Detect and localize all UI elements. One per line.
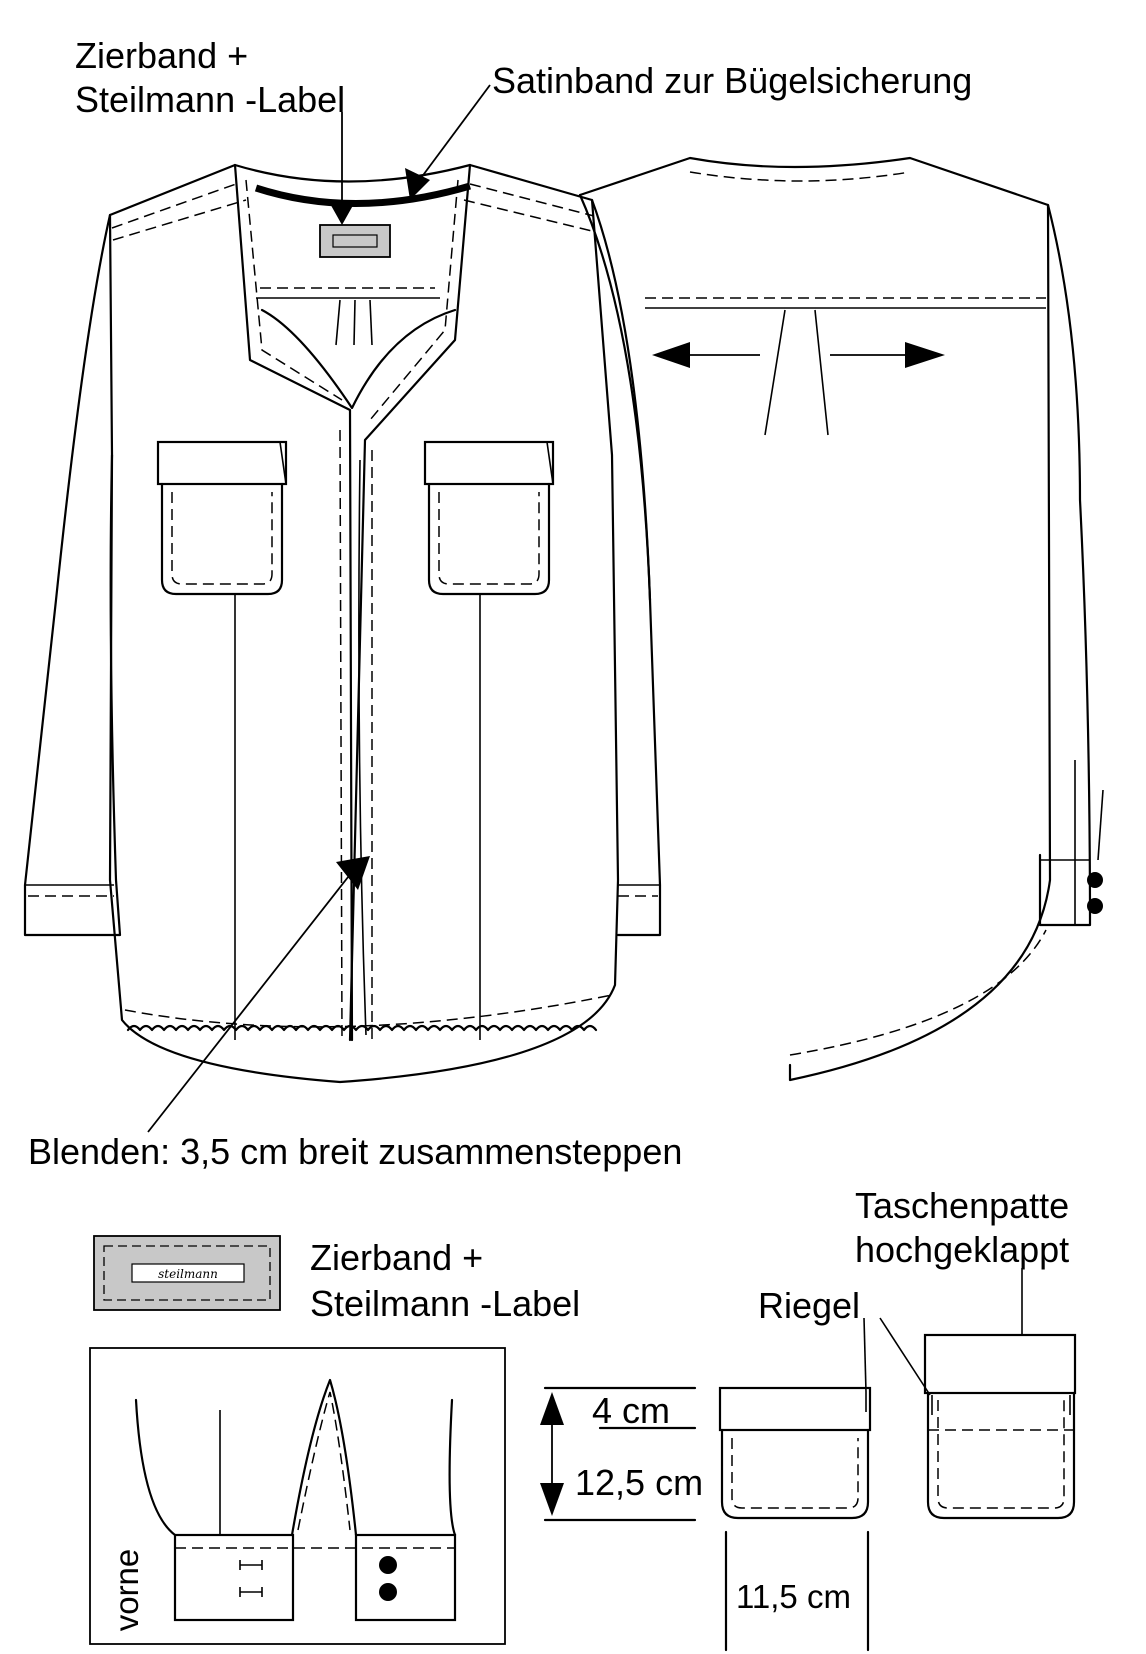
cuff-left-band xyxy=(173,1533,295,1622)
front-lapel-fold xyxy=(260,308,457,410)
cuff-left-sleeve xyxy=(134,1398,177,1537)
flap-up-bag-stitch xyxy=(937,1400,1065,1509)
front-right-yoke-stitch xyxy=(469,183,595,217)
front-right-pocket xyxy=(423,440,555,596)
satin-band xyxy=(254,182,471,207)
back-pleat-left xyxy=(764,309,786,436)
cuff-detail-frame xyxy=(89,1347,506,1645)
cuff-left-slit xyxy=(290,1378,358,1537)
flap-up-flap xyxy=(923,1333,1077,1395)
zierband-label-line2: Steilmann -Label xyxy=(75,79,345,120)
back-body-outline xyxy=(578,156,1052,1082)
pocket-height-label: 12,5 cm xyxy=(575,1462,703,1503)
front-left-yoke-stitch-2 xyxy=(112,199,247,241)
neck-label xyxy=(319,224,391,258)
satinband-label: Satinband zur Bügelsicherung xyxy=(492,60,972,101)
front-right-lapel xyxy=(348,163,472,1042)
satinband-arrowhead xyxy=(405,168,430,200)
legend-label-line2: Steilmann -Label xyxy=(310,1283,580,1324)
front-right-yoke-stitch-2 xyxy=(463,199,597,233)
vorne-label: vorne xyxy=(108,1549,145,1632)
front-right-sleeve xyxy=(590,198,662,937)
front-left-pleat-1 xyxy=(335,299,341,346)
front-right-lapel-stitch xyxy=(369,179,459,421)
back-pleat-right xyxy=(814,309,829,436)
taschenpatte-label-line2: hochgeklappt xyxy=(855,1229,1069,1270)
neck-label-inner xyxy=(332,234,378,248)
front-left-lapel xyxy=(233,163,354,1042)
cuff-left-slit-stitch xyxy=(297,1391,351,1531)
pocket-dim-arrow-up xyxy=(540,1392,564,1425)
placket-stitch-left xyxy=(339,429,343,1041)
front-body-outline xyxy=(108,163,620,1084)
flap-up-bag xyxy=(926,1391,1076,1520)
back-arrow-right-head xyxy=(905,342,945,368)
pocket-dim-bag xyxy=(720,1428,870,1520)
pocket-dimension-detail xyxy=(540,1386,872,1652)
pocket-width-label: 11,5 cm xyxy=(736,1578,851,1615)
blenden-arrowhead xyxy=(336,856,370,890)
cuff-buttonhole-1 xyxy=(239,1560,263,1570)
legend-label-stitch xyxy=(103,1245,271,1301)
back-left-side xyxy=(578,193,652,602)
zierband-label-line1: Zierband + xyxy=(75,35,248,76)
zierband-arrowhead xyxy=(328,200,356,225)
pocket-flap-up-detail xyxy=(863,1268,1077,1520)
back-right-sleeve xyxy=(1038,203,1092,927)
cuff-detail: vorne xyxy=(89,1347,506,1645)
cuff-buttonhole-2 xyxy=(239,1587,263,1597)
blenden-label: Blenden: 3,5 cm breit zusammensteppen xyxy=(28,1131,682,1172)
cuff-right-sleeve xyxy=(448,1398,457,1537)
cuff-right-band xyxy=(354,1533,457,1622)
front-view xyxy=(23,84,662,1133)
back-view xyxy=(578,156,1104,1082)
back-neck-stitch xyxy=(689,171,911,182)
front-hem-stitch xyxy=(124,994,613,1028)
cuff-button-1 xyxy=(379,1556,397,1574)
legend-label-line1: Zierband + xyxy=(310,1237,483,1278)
riegel-label: Riegel xyxy=(758,1285,860,1326)
front-left-lapel-stitch xyxy=(245,179,343,401)
blenden-arrow-line xyxy=(147,871,353,1133)
taschenpatte-label-line1: Taschenpatte xyxy=(855,1185,1069,1226)
satinband-arrow-line xyxy=(417,84,491,183)
pocket-dim-flap xyxy=(718,1386,872,1432)
cuff-button-2 xyxy=(379,1583,397,1601)
back-cuff-button-1 xyxy=(1087,872,1103,888)
pocket-dim-bag-stitch xyxy=(731,1438,859,1509)
front-left-pleat-3 xyxy=(369,299,373,346)
legend-brand-text: steilmann xyxy=(158,1267,218,1281)
riegel-leader-2 xyxy=(879,1317,931,1396)
back-cuff-slit-2 xyxy=(1097,789,1104,861)
back-cuff-button-2 xyxy=(1087,898,1103,914)
front-left-sleeve xyxy=(23,213,122,937)
legend-brand-box xyxy=(131,1263,245,1283)
front-hem-ruffle xyxy=(126,1024,598,1032)
front-left-yoke-stitch xyxy=(111,183,237,229)
label-legend: steilmann xyxy=(93,1235,281,1311)
pocket-dim-arrow-down xyxy=(540,1483,564,1516)
front-left-pleat-2 xyxy=(353,299,356,346)
flap-height-label: 4 cm xyxy=(592,1390,670,1431)
riegel-leader-1 xyxy=(863,1317,867,1393)
placket-line xyxy=(358,459,367,1036)
back-arrow-left-head xyxy=(652,342,690,368)
back-hem-stitch xyxy=(789,929,1047,1056)
front-left-pocket xyxy=(156,440,288,596)
